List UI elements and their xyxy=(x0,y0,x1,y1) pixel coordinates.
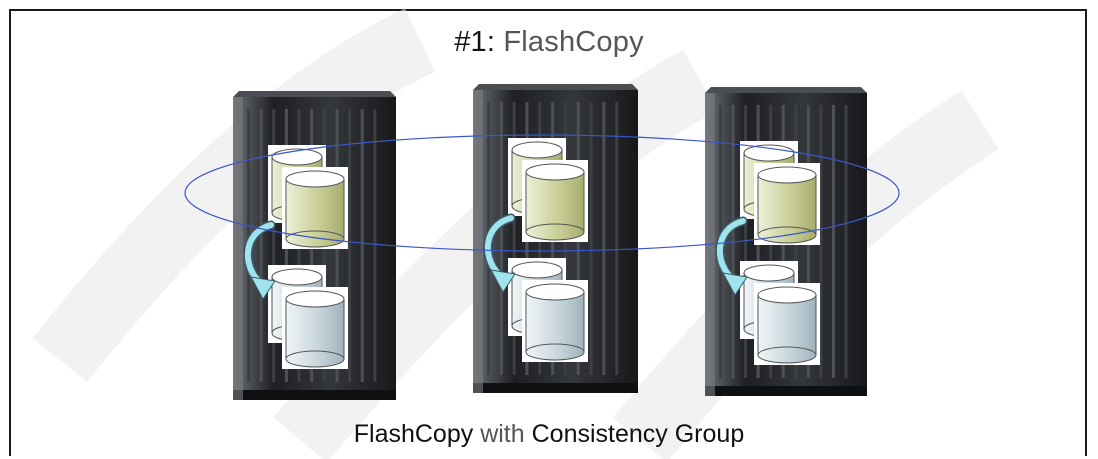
caption-part1: FlashCopy xyxy=(353,420,474,448)
source-volume-pair-front xyxy=(282,167,348,249)
storage-unit-left xyxy=(233,91,396,400)
target-volume-pair-front xyxy=(282,287,348,369)
title-prefix: #1: xyxy=(454,26,496,58)
source-volume-pair xyxy=(268,145,348,249)
target-volume-pair xyxy=(740,261,820,365)
storage-unit-center xyxy=(473,84,638,393)
storage-unit-right xyxy=(705,87,867,396)
caption-part2: with xyxy=(480,420,525,448)
target-volume-pair xyxy=(268,265,348,369)
diagram-title: #1: FlashCopy xyxy=(0,26,1098,59)
diagram-caption: FlashCopy with Consistency Group xyxy=(0,420,1098,449)
title-main: FlashCopy xyxy=(503,26,644,58)
target-volume-pair-front xyxy=(754,283,820,365)
caption-part3: Consistency Group xyxy=(531,420,745,448)
target-volume-pair-front xyxy=(522,280,588,362)
flashcopy-arrow xyxy=(483,213,516,293)
source-volume-pair xyxy=(508,138,588,242)
source-volume-pair xyxy=(740,141,820,245)
source-volume-pair-front xyxy=(754,163,820,245)
consistency-group-ellipse xyxy=(184,134,900,252)
target-volume-pair xyxy=(508,258,588,362)
flashcopy-arrow xyxy=(243,220,276,300)
source-volume-pair-front xyxy=(522,160,588,242)
flashcopy-arrow xyxy=(715,216,748,296)
